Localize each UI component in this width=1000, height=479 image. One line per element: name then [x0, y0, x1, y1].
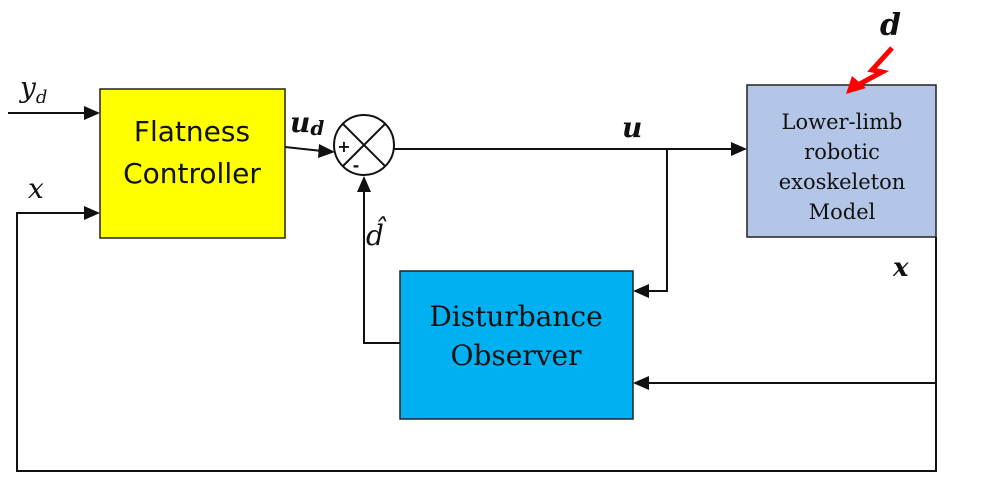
x-output-label: x: [892, 253, 909, 283]
svg-text:Controller: Controller: [123, 157, 261, 190]
exoskeleton-model-block: Lower-limb robotic exoskeleton Model: [746, 84, 937, 238]
ud-arrow: [284, 144, 335, 158]
x-input-label: x: [28, 172, 44, 205]
u-label: u: [622, 111, 642, 144]
observer-label-line2: Observer: [451, 339, 583, 372]
ud-base: u: [290, 106, 310, 139]
yd-base: y: [18, 71, 37, 104]
disturbance-observer-block: Disturbance Observer: [399, 270, 634, 420]
svg-text:Disturbance: Disturbance: [429, 300, 602, 333]
exoskeleton-label-line2: robotic: [804, 140, 880, 164]
summing-junction: + -: [333, 114, 395, 176]
svg-text:Observer: Observer: [451, 339, 583, 372]
plus-sign: +: [337, 137, 350, 156]
disturbance-label: d: [880, 8, 901, 43]
reference-input-arrow: [8, 106, 100, 120]
yd-label: yd: [18, 71, 47, 108]
d-hat-arrow: [357, 176, 400, 344]
state-feedback-arrow: [16, 206, 937, 472]
svg-text:Lower-limb: Lower-limb: [782, 110, 903, 134]
ud-label: ud: [290, 106, 324, 140]
u-to-observer-arrow: [633, 149, 668, 298]
d-hat-label: d̂: [366, 217, 387, 252]
svg-text:exoskeleton: exoskeleton: [779, 170, 906, 194]
ud-subscript: d: [310, 116, 324, 140]
x-to-observer-arrow: [633, 376, 936, 390]
exoskeleton-label-line3: exoskeleton: [779, 170, 906, 194]
svg-text:Model: Model: [809, 200, 876, 224]
flatness-controller-label-line1: Flatness: [134, 115, 250, 148]
exoskeleton-label-line1: Lower-limb: [782, 110, 903, 134]
flatness-controller-block: Flatness Controller: [99, 88, 286, 239]
minus-sign: -: [353, 156, 360, 175]
svg-text:Flatness: Flatness: [134, 115, 250, 148]
yd-subscript: d: [36, 87, 48, 108]
observer-label-line1: Disturbance: [429, 300, 602, 333]
svg-text:robotic: robotic: [804, 140, 880, 164]
u-arrow: [394, 142, 747, 156]
disturbance-arrow: [846, 46, 894, 94]
exoskeleton-label-line4: Model: [809, 200, 876, 224]
flatness-controller-label-line2: Controller: [123, 157, 261, 190]
